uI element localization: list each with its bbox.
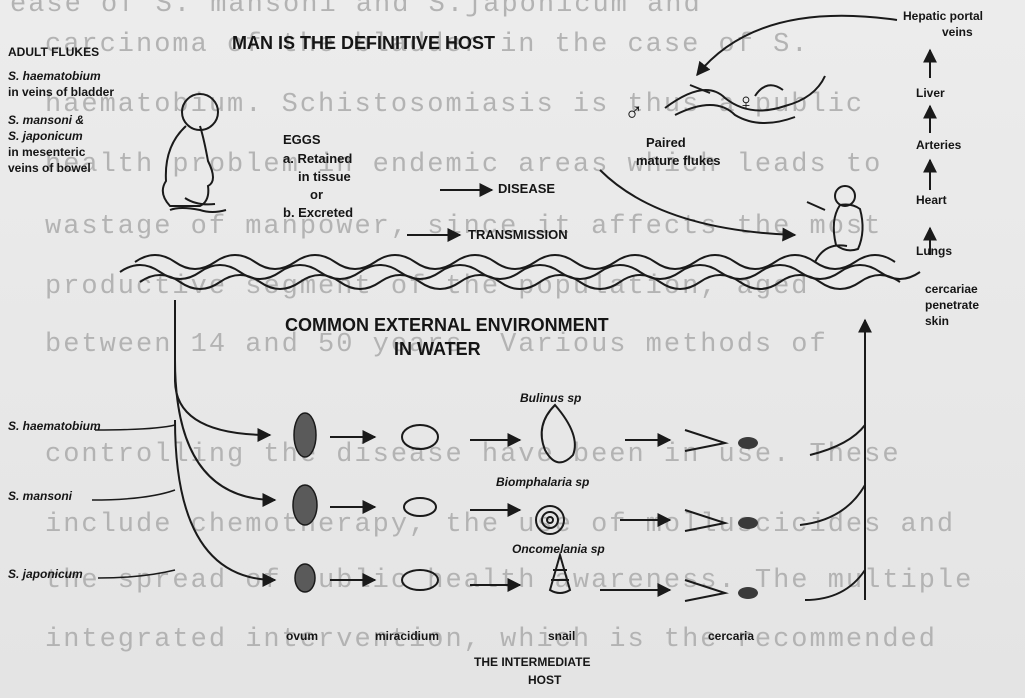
species-label: S. mansoni &: [8, 114, 84, 127]
eggs-or: or: [310, 188, 323, 202]
miracidium-icon: [402, 425, 438, 449]
intermediate-host-sublabel: HOST: [528, 674, 561, 687]
intermediate-host-label: THE INTERMEDIATE: [474, 656, 590, 669]
miracidium-icon: [402, 570, 438, 590]
cercaria-icon: [685, 430, 725, 451]
species-label: S. haematobium: [8, 70, 101, 83]
location-label: in mesenteric: [8, 146, 85, 159]
environment-subheading: IN WATER: [394, 340, 481, 360]
stage-label: miracidium: [375, 630, 439, 643]
cercariae-label: cercariae: [925, 283, 978, 296]
water-waves: [120, 255, 920, 289]
migration-veins: veins: [942, 26, 973, 39]
species-row-label: S. mansoni: [8, 490, 72, 503]
migration-liver: Liver: [916, 87, 945, 100]
eggs-retained: a. Retained: [283, 152, 352, 166]
snail-icon: [542, 405, 575, 462]
cercaria-icon: [685, 510, 725, 531]
stage-label: ovum: [286, 630, 318, 643]
eggs-excreted: b. Excreted: [283, 206, 353, 220]
stage-label: snail: [548, 630, 575, 643]
adult-flukes-heading: ADULT FLUKES: [8, 46, 99, 59]
miracidium-icon: [404, 498, 436, 516]
migration-lungs: Lungs: [916, 245, 952, 258]
skin-label: skin: [925, 315, 949, 328]
ovum-icon: [295, 564, 315, 592]
snail-name-label: Biomphalaria sp: [496, 476, 589, 489]
eggs-heading: EGGS: [283, 133, 321, 147]
migration-heart: Heart: [916, 194, 947, 207]
species-label: S. japonicum: [8, 130, 83, 143]
snail-icon: [550, 555, 570, 593]
transmission-label: TRANSMISSION: [468, 228, 568, 242]
wading-human-icon: [807, 186, 863, 262]
penetrate-label: penetrate: [925, 299, 979, 312]
environment-heading: COMMON EXTERNAL ENVIRONMENT: [285, 316, 609, 336]
ovum-icon: [293, 485, 317, 525]
paired-label: Paired: [646, 136, 686, 150]
stage-label: cercaria: [708, 630, 754, 643]
species-row-label: S. japonicum: [8, 568, 83, 581]
migration-arteries: Arteries: [916, 139, 961, 152]
snail-icon: [536, 506, 564, 534]
diagram-title: MAN IS THE DEFINITIVE HOST: [232, 34, 495, 54]
eggs-in-tissue: in tissue: [298, 170, 351, 184]
location-label: in veins of bladder: [8, 86, 114, 99]
mature-flukes-label: mature flukes: [636, 154, 721, 168]
species-row-label: S. haematobium: [8, 420, 101, 433]
female-symbol: ♀: [737, 90, 755, 116]
human-figure-icon: [163, 94, 226, 212]
snail-name-label: Bulinus sp: [520, 392, 581, 405]
migration-hepatic: Hepatic portal: [903, 10, 983, 23]
location-label: veins of bowel: [8, 162, 91, 175]
male-symbol: ♂: [624, 98, 644, 127]
ovum-icon: [294, 413, 316, 457]
cercaria-icon: [685, 580, 725, 601]
disease-label: DISEASE: [498, 182, 555, 196]
snail-name-label: Oncomelania sp: [512, 543, 605, 556]
